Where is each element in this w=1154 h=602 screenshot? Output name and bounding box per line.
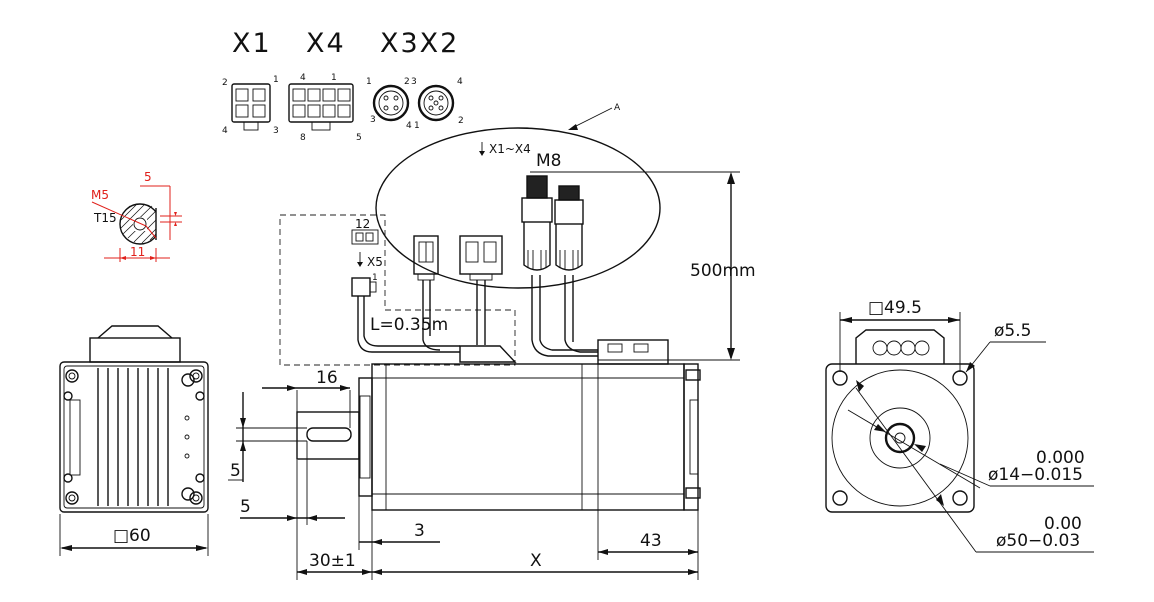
- front-square-label: □60: [113, 526, 151, 546]
- x1-plug: [413, 235, 439, 281]
- depth-label: T15: [93, 211, 117, 225]
- x2-pin4: 4: [457, 77, 463, 87]
- pilot-dia-label: ø14−0.015: [988, 465, 1083, 485]
- x3-connector-face: 1 2 3 4: [366, 77, 412, 131]
- x5-pin1: 1: [372, 273, 378, 283]
- detail-a-label: A: [614, 103, 621, 113]
- x4-connector-face: 4 1 8 5: [288, 73, 362, 143]
- x4-pin1: 1: [331, 73, 337, 83]
- x2-pin1: 1: [414, 121, 420, 131]
- x4-title: X4: [306, 28, 346, 59]
- key-length-label: 16: [316, 368, 338, 388]
- side-view-dimensions: 16 5 5 3 30±1 X: [228, 368, 699, 580]
- x1-pin1: 1: [273, 75, 279, 85]
- x4-plug: [459, 235, 503, 281]
- x4-pin4: 4: [300, 73, 306, 83]
- x1-connector-face: 2 1 4 3: [222, 75, 279, 136]
- x5-label: X5: [367, 255, 383, 269]
- x3-pin2: 2: [404, 77, 410, 87]
- x2-pin3: 3: [411, 77, 417, 87]
- hole-dia-label: ø5.5: [994, 321, 1031, 341]
- x4-pin5: 5: [356, 133, 362, 143]
- x1-pin3: 3: [273, 126, 279, 136]
- body-length-label: X: [530, 551, 542, 571]
- flat-width-label: 5: [144, 170, 152, 184]
- x1-title: X1: [232, 28, 272, 59]
- x2-connector-face: 3 4 1 2: [411, 77, 464, 131]
- x3-pin3: 3: [370, 115, 376, 125]
- bolt-pitch-label: □49.5: [868, 298, 922, 318]
- rear-length-label: 43: [640, 531, 662, 551]
- pilot-tol-label: 0.000: [1036, 448, 1085, 468]
- short-lead-length: L=0.35m: [370, 315, 448, 335]
- shaft-section: 5 M5 T15 11: [91, 170, 182, 262]
- x3-pin1: 1: [366, 77, 372, 87]
- flange-thickness-label: 3: [414, 521, 425, 541]
- x2-pin2: 2: [458, 116, 464, 126]
- motor-flange-view: □49.5 ø5.5 0.000 ø14−0.015 0.00 ø50−0.03: [825, 298, 1094, 553]
- x1-pin2: 2: [222, 78, 228, 88]
- m8-label: M8: [536, 151, 561, 171]
- m8-connector-left: [521, 175, 553, 271]
- x1-pin4: 4: [222, 126, 228, 136]
- m8-connector-right: [554, 185, 584, 271]
- x3x2-title: X3X2: [380, 28, 459, 59]
- thread-label: M5: [91, 188, 109, 202]
- shaft-length-label: 30±1: [309, 551, 356, 571]
- range-label: X1~X4: [489, 142, 531, 156]
- shaft-dia-label: 11: [130, 245, 145, 259]
- motor-side-view: [296, 339, 701, 511]
- motor-rear-view: □60: [59, 325, 209, 556]
- x4-pin8: 8: [300, 133, 306, 143]
- brake-cable: [357, 296, 460, 353]
- brake-lead-dashed-box: [279, 214, 516, 366]
- spigot-tol-label: 0.00: [1044, 514, 1082, 534]
- cable-gland-1: [459, 345, 517, 363]
- key-offset-label: 5: [240, 497, 251, 517]
- x5-pins-label: 12: [355, 217, 370, 231]
- key-height-label: 5: [230, 461, 241, 481]
- spigot-dia-label: ø50−0.03: [996, 531, 1080, 551]
- detail-a-ellipse: [375, 127, 661, 289]
- x3-pin4: 4: [406, 121, 412, 131]
- cable-gland-2: [597, 339, 669, 365]
- cable-length-label: 500mm: [690, 261, 756, 281]
